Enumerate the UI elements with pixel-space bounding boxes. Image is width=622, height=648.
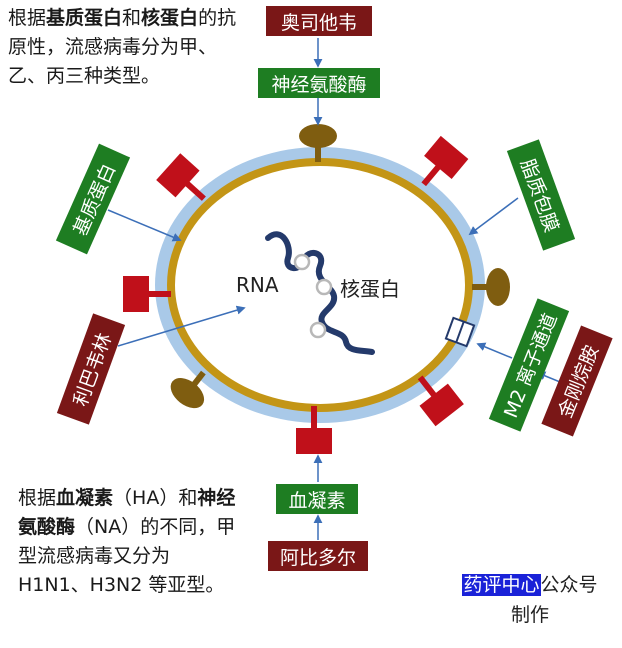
neuraminidase-spike-top [299,124,337,162]
label-rna: RNA [236,273,279,297]
subtype-paragraph: 根据血凝素（HA）和神经氨酸酶（NA）的不同，甲型流感病毒又分为 H1N1、H3… [18,484,240,600]
hemagglutinin-spike-top-right [421,135,469,187]
m2-ion-channel [444,316,476,348]
hemagglutinin-spike-left [123,276,171,312]
subtype-abbr-na: （NA）的 [75,516,160,538]
intro-term-nucleoprotein: 核蛋白 [141,7,199,29]
neuraminidase-spike-bottom-left [170,370,206,409]
credit-block: 药评中心公众号 制作 [444,570,616,630]
intro-post: 的抗原性，流感病毒分为甲、乙、丙三种类型。 [8,7,237,87]
nucleoprotein-ring [293,253,311,271]
label-nucleoprotein: 核蛋白 [340,277,400,301]
hemagglutinin-spike-bottom [296,406,332,454]
neuraminidase-spike-right [472,268,510,306]
arrow-lipid-envelope [468,197,519,236]
hemagglutinin-spike-bottom-right [417,375,464,427]
nucleoprotein-ring [309,321,327,339]
subtype-term-hemagglutinin: 血凝素 [56,487,114,509]
label-neuraminidase: 神经氨酸酶 [258,68,380,98]
intro-paragraph: 根据基质蛋白和核蛋白的抗原性，流感病毒分为甲、乙、丙三种类型。 [8,4,244,91]
subtype-pre: 根据 [18,487,57,509]
label-arbidol: 阿比多尔 [268,541,368,571]
credit-rest: 公众号 [540,574,598,596]
label-oseltamivir: 奥司他韦 [266,6,372,36]
subtype-abbr-ha: （HA）和 [113,487,198,509]
arrow-matrix-protein [107,209,182,242]
subtype-term-neuraminidase: 神经氨酸酶 [18,487,236,538]
credit-line1: 药评中心公众号 [444,570,616,600]
label-hemagglutinin: 血凝素 [276,484,358,514]
credit-highlight: 药评中心 [462,574,541,596]
intro-pre: 根据 [8,7,47,29]
intro-term-matrix-protein: 基质蛋白 [46,7,123,29]
hemagglutinin-spike-top-left [156,153,206,201]
credit-line2: 制作 [510,604,549,626]
intro-mid: 和 [122,7,142,29]
arrow-m2-channel [476,342,513,359]
arrow-ribavirin [117,305,246,347]
nucleoprotein-ring [315,278,333,296]
subtype-post: 不同，甲型流感病毒又分为 H1N1、H3N2 等亚型。 [18,516,236,596]
